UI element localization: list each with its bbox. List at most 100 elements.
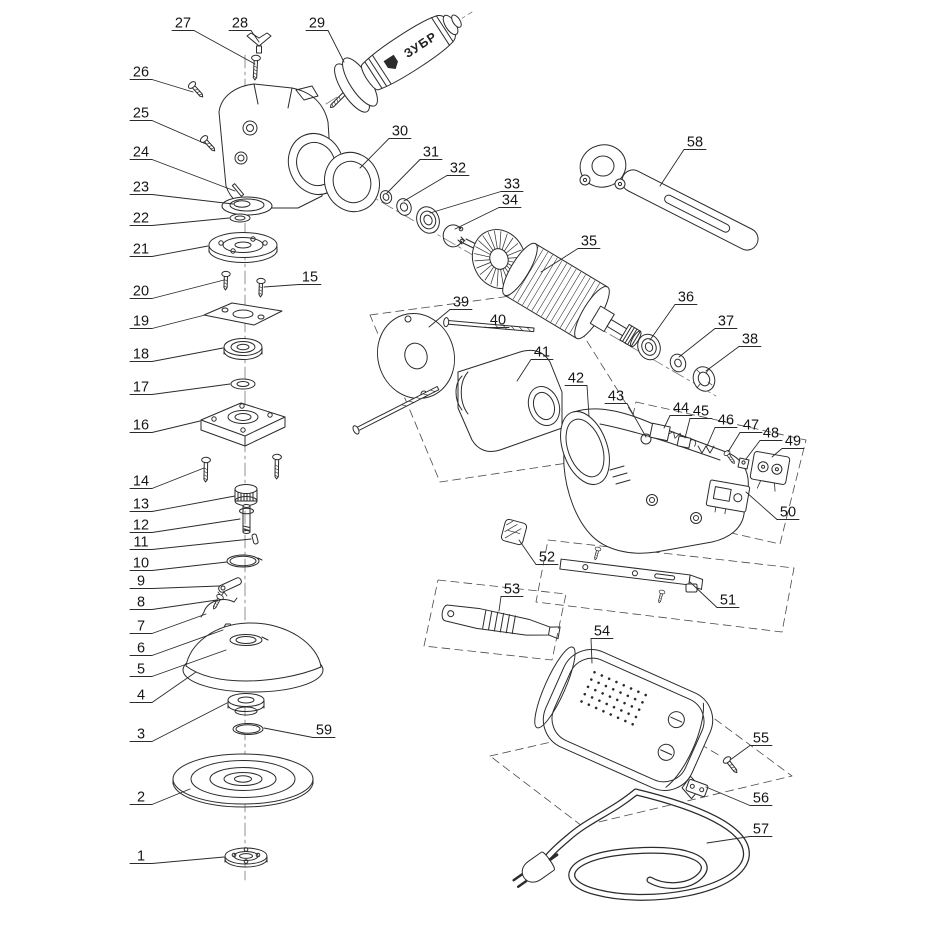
callout-2: 2 bbox=[129, 788, 191, 806]
part-41-stator bbox=[455, 349, 563, 453]
part-32-washer bbox=[396, 198, 412, 216]
part-42-43-motor-housing bbox=[560, 408, 749, 554]
part-45-brush bbox=[676, 435, 696, 449]
part-51-bracket bbox=[559, 546, 704, 604]
part-10-retaining-ring bbox=[226, 554, 263, 568]
part-58-pin-wrench bbox=[579, 144, 759, 251]
callout-50: 50 bbox=[745, 491, 800, 521]
part-number: 36 bbox=[678, 290, 694, 306]
callout-11: 11 bbox=[129, 535, 252, 551]
part-27-screw bbox=[249, 54, 262, 81]
callout-23: 23 bbox=[129, 180, 234, 205]
callout-44: 44 bbox=[663, 401, 693, 429]
part-number: 54 bbox=[594, 624, 610, 640]
part-17-washer bbox=[230, 378, 256, 390]
part-number: 47 bbox=[743, 418, 759, 434]
part-22-washer bbox=[229, 213, 251, 223]
part-number: 53 bbox=[504, 582, 520, 598]
part-23-ring bbox=[233, 200, 251, 208]
part-number: 17 bbox=[133, 380, 149, 396]
part-24-pin bbox=[231, 183, 245, 197]
part-number: 29 bbox=[309, 16, 325, 32]
callout-46: 46 bbox=[706, 413, 738, 447]
callout-15: 15 bbox=[263, 270, 322, 288]
callout-49: 49 bbox=[771, 434, 805, 458]
part-number: 56 bbox=[753, 791, 769, 807]
callout-27: 27 bbox=[171, 16, 256, 65]
part-number: 52 bbox=[539, 550, 555, 566]
callout-53: 53 bbox=[498, 582, 524, 612]
callout-6: 6 bbox=[129, 629, 224, 657]
part-2-grinding-wheel bbox=[172, 753, 314, 808]
part-3-support-flange bbox=[227, 693, 265, 716]
part-number: 16 bbox=[133, 418, 149, 434]
part-number: 2 bbox=[137, 790, 145, 806]
part-52-brush-cap bbox=[500, 518, 528, 546]
part-11-key bbox=[251, 533, 259, 545]
part-38-bearing-mount bbox=[692, 366, 716, 392]
part-number: 20 bbox=[133, 284, 149, 300]
part-18-bearing bbox=[223, 338, 263, 360]
part-number: 19 bbox=[133, 314, 149, 330]
part-number: 46 bbox=[718, 413, 734, 429]
callout-19: 19 bbox=[129, 314, 206, 330]
part-number: 42 bbox=[568, 371, 584, 387]
part-number: 10 bbox=[133, 556, 149, 572]
callout-10: 10 bbox=[129, 556, 228, 572]
callout-51: 51 bbox=[689, 581, 740, 609]
callout-29: 29 bbox=[305, 16, 345, 63]
part-4-wheel-guard bbox=[182, 622, 324, 693]
part-number: 41 bbox=[534, 345, 550, 361]
callout-12: 12 bbox=[129, 518, 241, 534]
callout-30: 30 bbox=[359, 124, 412, 169]
part-14-screws bbox=[200, 453, 282, 483]
part-number: 11 bbox=[133, 535, 148, 551]
callout-18: 18 bbox=[129, 347, 224, 363]
callout-25: 25 bbox=[129, 106, 207, 145]
part-number: 15 bbox=[302, 270, 318, 286]
part-26-screw bbox=[186, 79, 207, 101]
part-number: 48 bbox=[763, 426, 779, 442]
callout-20: 20 bbox=[129, 279, 225, 300]
part-39-baffle-disc bbox=[376, 312, 456, 400]
part-number: 33 bbox=[504, 177, 520, 193]
callout-22: 22 bbox=[129, 211, 230, 227]
part-number: 43 bbox=[608, 389, 624, 405]
callout-35: 35 bbox=[540, 234, 601, 273]
callout-36: 36 bbox=[649, 290, 698, 341]
callout-40: 40 bbox=[484, 313, 510, 329]
part-number: 45 bbox=[693, 404, 709, 420]
callout-5: 5 bbox=[129, 649, 227, 678]
part-number: 14 bbox=[133, 474, 149, 490]
part-16-bearing-cover bbox=[200, 402, 286, 447]
part-number: 23 bbox=[133, 180, 149, 196]
part-55-screw bbox=[721, 754, 741, 776]
callout-41: 41 bbox=[516, 345, 554, 382]
power-plug bbox=[512, 851, 559, 888]
part-number: 26 bbox=[133, 65, 149, 81]
part-1-clamp-nut bbox=[224, 847, 268, 868]
part-number: 8 bbox=[137, 595, 145, 611]
callout-7: 7 bbox=[129, 613, 207, 635]
part-44-brush-holder bbox=[649, 422, 687, 442]
part-46-spring bbox=[697, 445, 715, 454]
callout-layer: 1234567891011121314151617181920212223242… bbox=[129, 16, 805, 865]
callout-26: 26 bbox=[129, 65, 194, 93]
callout-31: 31 bbox=[386, 145, 443, 194]
part-21-flange-plate bbox=[208, 232, 278, 263]
callout-33: 33 bbox=[429, 177, 524, 214]
part-number: 1 bbox=[137, 849, 145, 865]
part-number: 25 bbox=[133, 106, 149, 122]
part-25-screw bbox=[198, 133, 219, 155]
part-number: 59 bbox=[316, 723, 332, 739]
callout-45: 45 bbox=[684, 404, 713, 439]
part-number: 30 bbox=[392, 124, 408, 140]
callout-39: 39 bbox=[428, 295, 473, 328]
part-56-cord-clamp bbox=[685, 779, 709, 797]
callout-9: 9 bbox=[129, 574, 220, 590]
part-19-gasket-plate bbox=[203, 302, 283, 326]
part-number: 4 bbox=[137, 688, 145, 704]
callout-3: 3 bbox=[129, 702, 228, 743]
part-number: 57 bbox=[753, 822, 769, 838]
callout-55: 55 bbox=[729, 731, 773, 761]
